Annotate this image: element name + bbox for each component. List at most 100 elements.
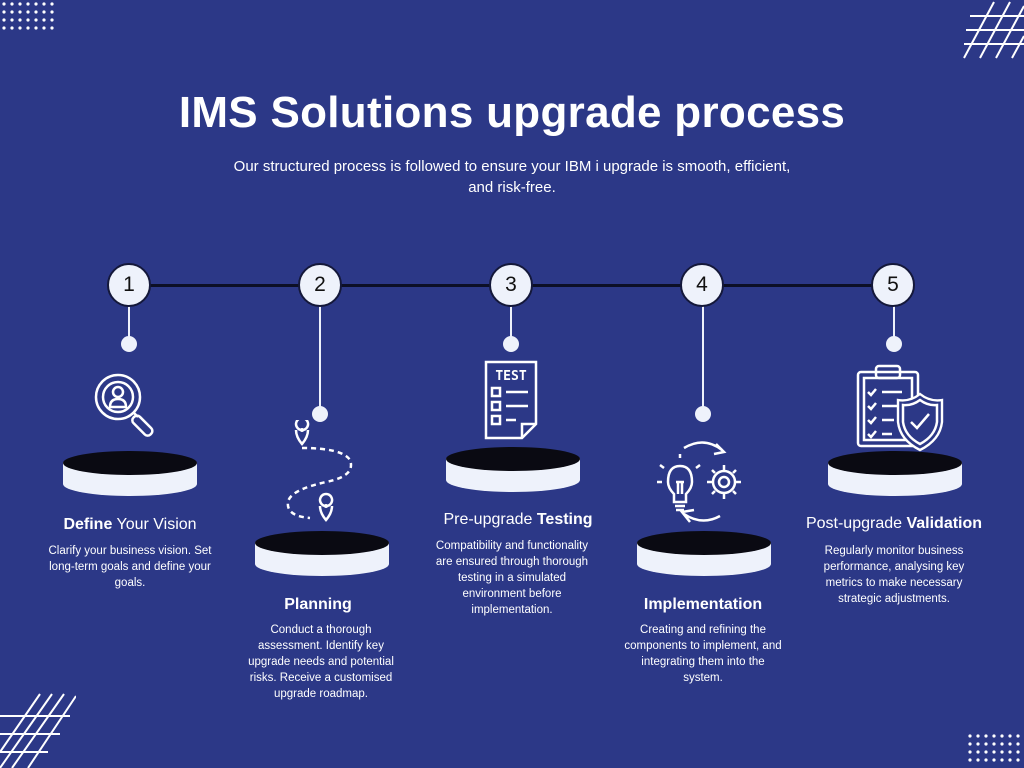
decorative-dot bbox=[976, 734, 980, 738]
page-title: IMS Solutions upgrade process bbox=[178, 88, 846, 137]
decorative-dot bbox=[18, 2, 22, 6]
decorative-dot bbox=[2, 2, 6, 6]
step-5-description: Regularly monitor business performance, … bbox=[823, 545, 965, 605]
decorative-dot bbox=[1016, 734, 1020, 738]
decorative-dot bbox=[10, 10, 14, 14]
step-4-connector bbox=[702, 300, 704, 414]
step-2-title: Planning bbox=[218, 596, 418, 614]
dot-grid-decoration-bottom-right bbox=[968, 734, 1020, 762]
step-4-pedestal bbox=[637, 531, 771, 576]
decorative-dot bbox=[26, 10, 30, 14]
decorative-dot bbox=[1016, 758, 1020, 762]
step-3-number-badge: 3 bbox=[489, 263, 533, 307]
step-2-number-badge: 2 bbox=[298, 263, 342, 307]
route-map-icon bbox=[286, 420, 353, 522]
step-1-title-rest: Your Vision bbox=[112, 516, 197, 533]
step-2-title-bold: Planning bbox=[284, 596, 352, 613]
page-subtitle: Our structured process is followed to en… bbox=[233, 158, 791, 196]
step-4-connector-dot bbox=[695, 406, 711, 422]
step-2-description: Conduct a thorough assessment. Identify … bbox=[248, 624, 394, 700]
decorative-dot bbox=[34, 18, 38, 22]
decorative-dot bbox=[1000, 742, 1004, 746]
decorative-dot bbox=[42, 26, 46, 30]
decorative-dot bbox=[1000, 758, 1004, 762]
decorative-dot bbox=[992, 734, 996, 738]
decorative-dot bbox=[34, 2, 38, 6]
clipboard-shield-icon bbox=[856, 364, 944, 452]
decorative-dot bbox=[42, 10, 46, 14]
decorative-dot bbox=[10, 18, 14, 22]
decorative-dot bbox=[1000, 750, 1004, 754]
decorative-dot bbox=[50, 26, 54, 30]
decorative-dot bbox=[50, 18, 54, 22]
decorative-dot bbox=[10, 2, 14, 6]
stripe-decoration-top-right bbox=[963, 1, 1024, 59]
step-5-connector-dot bbox=[886, 336, 902, 352]
step-2-connector-dot bbox=[312, 406, 328, 422]
decorative-dot bbox=[968, 750, 972, 754]
step-5-connector bbox=[893, 300, 895, 344]
decorative-dot bbox=[18, 18, 22, 22]
idea-gear-cycle-icon bbox=[657, 441, 741, 523]
step-5-title-plain: Post-upgrade bbox=[805, 515, 907, 532]
stripe-decoration-bottom-left bbox=[0, 693, 76, 768]
decorative-dot bbox=[968, 758, 972, 762]
step-4-title-bold: Implementation bbox=[643, 596, 763, 613]
decorative-dot bbox=[976, 742, 980, 746]
step-1-title-bold: Define bbox=[63, 516, 113, 533]
magnifier-person-icon bbox=[94, 373, 154, 437]
step-5-title: Post-upgrade Validation bbox=[794, 515, 994, 533]
decorative-dot bbox=[968, 742, 972, 746]
step-3-title-bold: Testing bbox=[536, 511, 593, 528]
decorative-dot bbox=[984, 742, 988, 746]
decorative-dot bbox=[1016, 750, 1020, 754]
test-icon-text: TEST bbox=[495, 369, 526, 384]
decorative-dot bbox=[1008, 742, 1012, 746]
step-5-number-badge: 5 bbox=[871, 263, 915, 307]
decorative-dot bbox=[50, 2, 54, 6]
step-1-connector bbox=[128, 300, 130, 344]
decorative-dot bbox=[34, 10, 38, 14]
decorative-dot bbox=[10, 26, 14, 30]
decorative-dot bbox=[984, 750, 988, 754]
decorative-dot bbox=[1008, 734, 1012, 738]
step-1-number-badge: 1 bbox=[107, 263, 151, 307]
step-1-description: Clarify your business vision. Set long-t… bbox=[48, 545, 212, 589]
step-5-pedestal bbox=[828, 451, 962, 496]
decorative-dot bbox=[992, 742, 996, 746]
decorative-dot bbox=[1008, 758, 1012, 762]
step-1-pedestal bbox=[63, 451, 197, 496]
test-document-icon: TEST bbox=[484, 360, 538, 440]
decorative-dot bbox=[992, 750, 996, 754]
decorative-dot bbox=[992, 758, 996, 762]
decorative-dot bbox=[26, 18, 30, 22]
decorative-dot bbox=[1000, 734, 1004, 738]
decorative-dot bbox=[2, 10, 6, 14]
step-3-connector-dot bbox=[503, 336, 519, 352]
decorative-dot bbox=[984, 734, 988, 738]
decorative-dot bbox=[42, 2, 46, 6]
decorative-dot bbox=[968, 734, 972, 738]
decorative-dot bbox=[1008, 750, 1012, 754]
decorative-dot bbox=[18, 26, 22, 30]
step-3-title: Pre-upgrade Testing bbox=[418, 511, 618, 529]
decorative-dot bbox=[26, 2, 30, 6]
step-1-title: Define Your Vision bbox=[30, 516, 230, 534]
decorative-dot bbox=[50, 10, 54, 14]
step-2-connector bbox=[319, 300, 321, 414]
decorative-dot bbox=[2, 26, 6, 30]
decorative-dot bbox=[1016, 742, 1020, 746]
decorative-dot bbox=[42, 18, 46, 22]
step-2-pedestal bbox=[255, 531, 389, 576]
step-4-title: Implementation bbox=[603, 596, 803, 614]
dot-grid-decoration-top-left bbox=[2, 2, 54, 30]
step-4-description: Creating and refining the components to … bbox=[624, 624, 782, 684]
decorative-dot bbox=[976, 750, 980, 754]
step-3-connector bbox=[510, 300, 512, 344]
step-3-pedestal bbox=[446, 447, 580, 492]
decorative-dot bbox=[2, 18, 6, 22]
step-3-description: Compatibility and functionality are ensu… bbox=[435, 540, 589, 616]
decorative-dot bbox=[34, 26, 38, 30]
step-4-number-badge: 4 bbox=[680, 263, 724, 307]
decorative-dot bbox=[976, 758, 980, 762]
